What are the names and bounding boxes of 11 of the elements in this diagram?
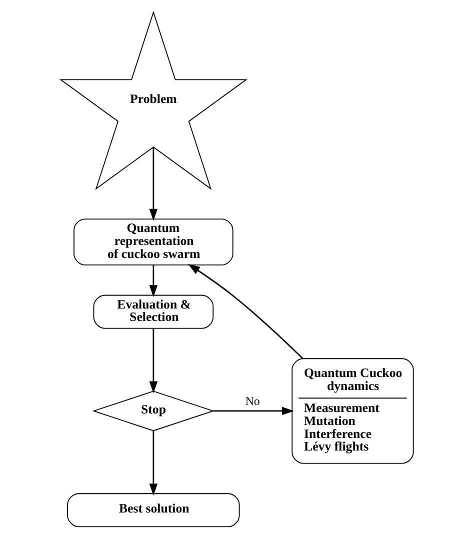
edge-label: No bbox=[245, 394, 260, 408]
arrow bbox=[213, 406, 294, 416]
node-box: Quantum representation of cuckoo swarm bbox=[74, 218, 234, 266]
arrow bbox=[149, 328, 158, 394]
arrow bbox=[188, 264, 304, 360]
node-box: Evaluation & Selection bbox=[93, 294, 214, 329]
node-box: Best solution bbox=[67, 493, 240, 528]
node-diamond: Stop bbox=[92, 390, 215, 432]
node-box: Quantum Cuckoo dynamics Measurement Mutation Interference Lévy flights bbox=[292, 358, 414, 464]
arrow bbox=[149, 430, 158, 496]
arrow bbox=[149, 265, 158, 298]
